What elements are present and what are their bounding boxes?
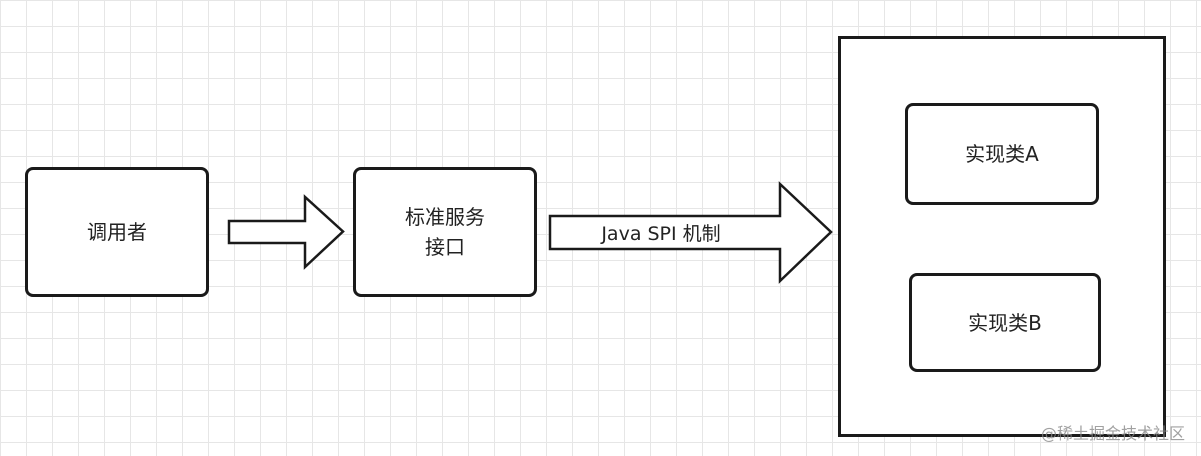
standard-service-interface-node: 标准服务 接口 — [353, 167, 537, 297]
impl-a-label: 实现类A — [965, 142, 1039, 166]
arrow-interface-to-container — [548, 181, 833, 284]
arrow-caller-to-interface — [227, 194, 345, 270]
implementations-container — [838, 36, 1166, 437]
impl-b-node: 实现类B — [909, 273, 1101, 372]
caller-node: 调用者 — [25, 167, 209, 297]
impl-a-node: 实现类A — [905, 103, 1099, 205]
interface-label-line1: 标准服务 — [405, 205, 485, 229]
interface-label-line2: 接口 — [425, 235, 465, 259]
caller-label: 调用者 — [87, 220, 147, 244]
watermark: @稀土掘金技术社区 — [1040, 424, 1185, 443]
impl-b-label: 实现类B — [968, 310, 1042, 335]
java-spi-arrow-label: Java SPI 机制 — [601, 223, 721, 245]
